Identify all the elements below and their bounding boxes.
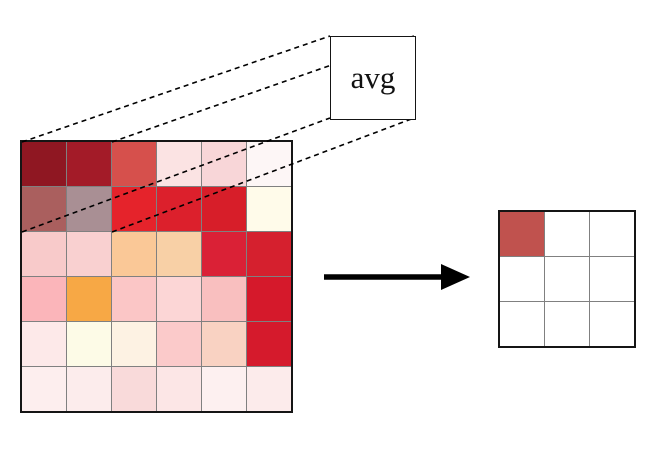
input-cell-r0-c5 bbox=[247, 142, 291, 186]
input-cell-r0-c0 bbox=[22, 142, 66, 186]
input-cell-r4-c2 bbox=[112, 322, 156, 366]
input-cell-r1-c1 bbox=[67, 187, 111, 231]
input-cell-r5-c3 bbox=[157, 367, 201, 411]
input-cell-r4-c0 bbox=[22, 322, 66, 366]
input-cell-r0-c1 bbox=[67, 142, 111, 186]
input-cell-r0-c3 bbox=[157, 142, 201, 186]
output-cell-r0-c0 bbox=[500, 212, 544, 256]
input-cell-r4-c4 bbox=[202, 322, 246, 366]
output-cell-r1-c2 bbox=[590, 257, 634, 301]
input-cell-r3-c4 bbox=[202, 277, 246, 321]
input-cell-r2-c2 bbox=[112, 232, 156, 276]
output-cell-r1-c1 bbox=[545, 257, 589, 301]
input-cell-r2-c5 bbox=[247, 232, 291, 276]
input-cell-r3-c5 bbox=[247, 277, 291, 321]
input-cell-r5-c5 bbox=[247, 367, 291, 411]
input-cell-r4-c5 bbox=[247, 322, 291, 366]
output-feature-map bbox=[498, 210, 636, 348]
input-cell-r2-c1 bbox=[67, 232, 111, 276]
output-cell-r0-c2 bbox=[590, 212, 634, 256]
input-cell-r1-c2 bbox=[112, 187, 156, 231]
input-cell-r2-c3 bbox=[157, 232, 201, 276]
output-cell-r2-c1 bbox=[545, 302, 589, 346]
input-feature-map bbox=[20, 140, 293, 413]
input-cell-r3-c1 bbox=[67, 277, 111, 321]
input-cell-r1-c4 bbox=[202, 187, 246, 231]
input-cell-r3-c3 bbox=[157, 277, 201, 321]
input-cell-r4-c3 bbox=[157, 322, 201, 366]
input-cell-r1-c0 bbox=[22, 187, 66, 231]
input-cell-r0-c4 bbox=[202, 142, 246, 186]
input-cell-r3-c0 bbox=[22, 277, 66, 321]
output-cell-r2-c0 bbox=[500, 302, 544, 346]
pooling-op-box: avg bbox=[330, 36, 416, 120]
output-cell-r2-c2 bbox=[590, 302, 634, 346]
connector-line-top-left bbox=[21, 35, 331, 143]
output-cell-r0-c1 bbox=[545, 212, 589, 256]
input-cell-r1-c5 bbox=[247, 187, 291, 231]
input-cell-r5-c4 bbox=[202, 367, 246, 411]
input-cell-r2-c4 bbox=[202, 232, 246, 276]
input-cell-r5-c0 bbox=[22, 367, 66, 411]
pooling-op-label: avg bbox=[350, 60, 396, 95]
arrow-head bbox=[441, 264, 470, 290]
input-cell-r4-c1 bbox=[67, 322, 111, 366]
input-cell-r5-c2 bbox=[112, 367, 156, 411]
input-cell-r2-c0 bbox=[22, 232, 66, 276]
input-cell-r3-c2 bbox=[112, 277, 156, 321]
arrow-icon bbox=[324, 264, 470, 290]
input-cell-r1-c3 bbox=[157, 187, 201, 231]
input-cell-r5-c1 bbox=[67, 367, 111, 411]
input-cell-r0-c2 bbox=[112, 142, 156, 186]
output-cell-r1-c0 bbox=[500, 257, 544, 301]
